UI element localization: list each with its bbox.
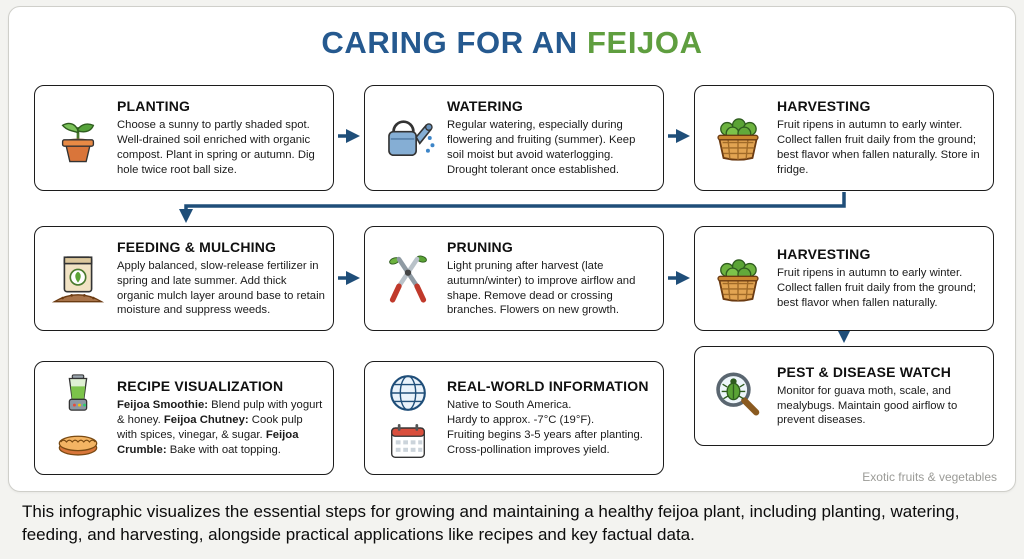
card-real-world-information: REAL-WORLD INFORMATION Native to South A… (364, 361, 664, 475)
infographic-panel: CARING FOR AN FEIJOA (8, 6, 1016, 492)
card-body: Monitor for guava moth, scale, and mealy… (777, 384, 958, 427)
pie-icon (55, 425, 101, 464)
recipe-text: Blend pulp with yogurt & honey. (117, 399, 323, 427)
card-body: Regular watering, especially during flow… (447, 119, 636, 176)
card-body: Fruit ripens in autumn to early winter. … (777, 267, 977, 309)
card-planting: PLANTING Choose a sunny to partly shaded… (34, 85, 334, 191)
fertilizer-bag-icon (39, 250, 117, 308)
recipe-name: Feijoa Smoothie: (117, 399, 209, 412)
card-title: FEEDING & MULCHING (117, 238, 277, 255)
card-body: Feijoa Smoothie: Blend pulp with yogurt … (117, 398, 325, 458)
card-title: PLANTING (117, 98, 191, 115)
title-prefix: CARING FOR AN (321, 25, 578, 60)
card-title: RECIPE VISUALIZATION (117, 378, 284, 395)
card-pest-disease-watch: PEST & DISEASE WATCH Monitor for guava m… (694, 346, 994, 446)
card-recipe-visualization: RECIPE VISUALIZATION Feijoa Smoothie: Bl… (34, 361, 334, 475)
card-title: PRUNING (447, 238, 513, 255)
card-title: REAL-WORLD INFORMATION (447, 378, 649, 395)
recipe-text: Bake with oat topping. (166, 443, 281, 456)
card-harvesting-1: HARVESTING Fruit ripens in autumn to ear… (694, 85, 994, 191)
fruit-basket-icon (699, 250, 777, 308)
fruit-basket-icon (699, 109, 777, 167)
page-title: CARING FOR AN FEIJOA (9, 25, 1015, 61)
watering-can-icon (369, 109, 447, 167)
card-harvesting-2: HARVESTING Fruit ripens in autumn to ear… (694, 226, 994, 331)
card-body: Fruit ripens in autumn to early winter. … (777, 119, 980, 176)
caption: This infographic visualizes the essentia… (22, 502, 960, 544)
card-watering: WATERING Regular watering, especially du… (364, 85, 664, 191)
card-body: Light pruning after harvest (late autumn… (447, 259, 636, 317)
recipe-name: Feijoa Chutney: (163, 414, 249, 427)
card-pruning: PRUNING Light pruning after harvest (lat… (364, 226, 664, 331)
pruning-shears-icon (369, 250, 447, 308)
card-title: PEST & DISEASE WATCH (777, 363, 952, 380)
blender-icon (55, 373, 101, 422)
calendar-icon (386, 422, 430, 465)
card-title: WATERING (447, 98, 524, 115)
card-title: HARVESTING (777, 246, 871, 263)
card-title: HARVESTING (777, 98, 871, 115)
watermark: Exotic fruits & vegetables (862, 470, 997, 484)
recipe-text: Cook pulp with spices, vinegar, & sugar. (117, 414, 303, 441)
card-body: Choose a sunny to partly shaded spot. We… (117, 119, 315, 176)
recipe-name: Feijoa Crumble: (117, 429, 299, 456)
card-body: Native to South America. Hardy to approx… (447, 399, 643, 456)
magnifier-bug-icon (699, 367, 777, 425)
title-highlight: FEIJOA (587, 25, 703, 60)
arrow-row1-to-row2 (179, 192, 846, 223)
card-body: Apply balanced, slow-release fertilizer … (117, 259, 325, 317)
potted-plant-icon (39, 109, 117, 167)
globe-icon (385, 372, 431, 419)
card-feeding-mulching: FEEDING & MULCHING Apply balanced, slow-… (34, 226, 334, 331)
